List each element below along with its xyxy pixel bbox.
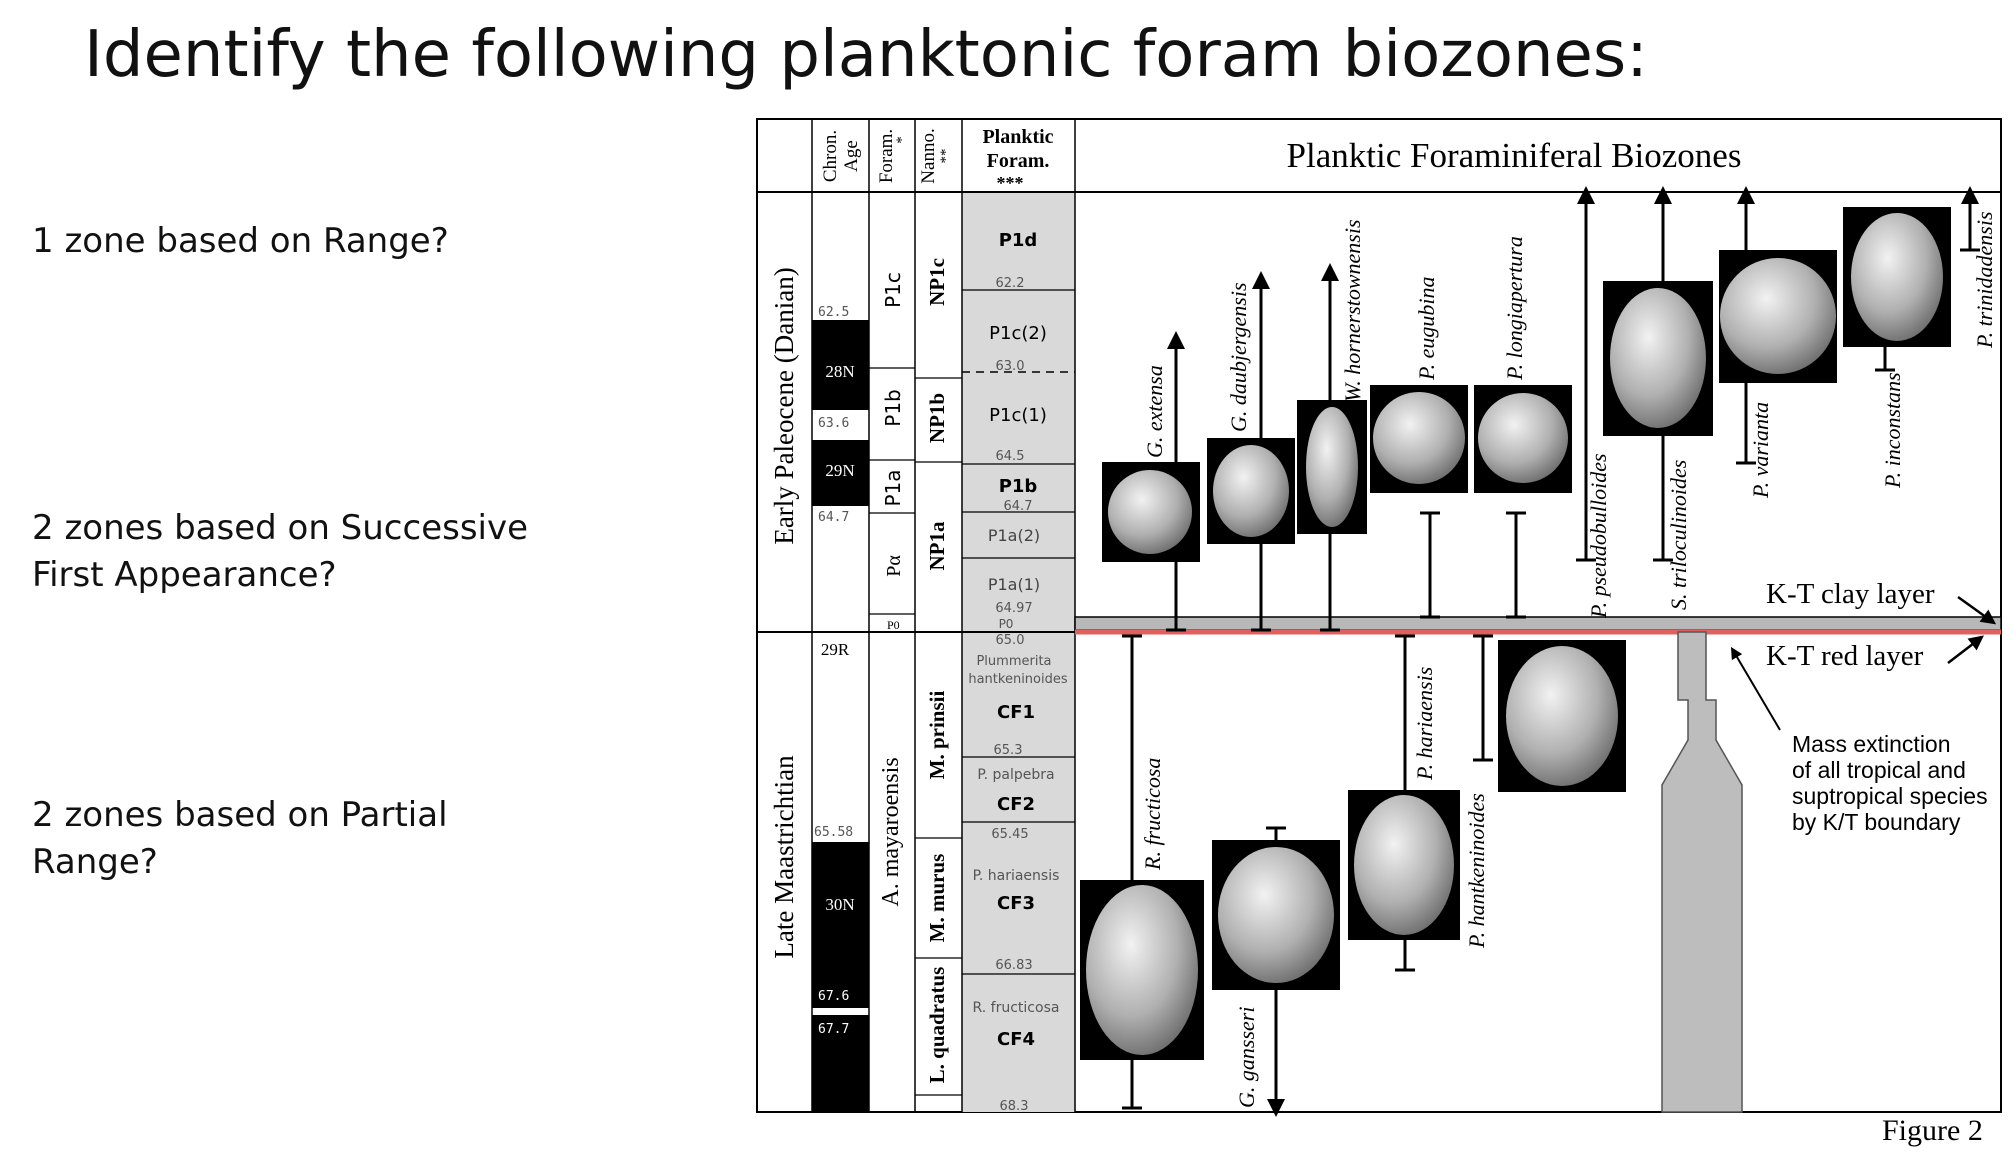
planktic-age-63-0: 63.0 <box>996 359 1025 374</box>
label-extinction-3: suptropical species <box>1792 783 1988 809</box>
nanno-zone-np1a: NP1a <box>925 521 949 570</box>
question-partial-range: 2 zones based on Partial Range? <box>32 795 448 882</box>
planktic-age-65-0: 65.0 <box>996 633 1025 648</box>
planktic-age-68-3: 68.3 <box>1000 1099 1029 1114</box>
figure-caption: Figure 2 <box>1882 1114 1983 1147</box>
species-r-fructicosa: R. fructicosa <box>1140 758 1165 871</box>
header-planktic-mark: *** <box>997 173 1024 193</box>
age-67-6: 67.6 <box>818 989 849 1004</box>
species-g-gansseri: G. gansseri <box>1234 1007 1259 1108</box>
figure-main-title: Planktic Foraminiferal Biozones <box>1287 136 1742 175</box>
planktic-cf1: CF1 <box>997 702 1035 723</box>
species-g-extensa: G. extensa <box>1142 365 1167 458</box>
slide-title: Identify the following planktonic foram … <box>84 18 1648 92</box>
species-w-hornerstownensis: W. hornerstownensis <box>1340 219 1365 402</box>
planktic-p1d: P1d <box>999 230 1038 251</box>
header-nanno-mark: ** <box>938 149 954 164</box>
header-nanno: Nanno. <box>918 128 939 183</box>
planktic-p1a1: P1a(1) <box>988 575 1040 594</box>
species-p-eugubina: P. eugubina <box>1414 277 1439 381</box>
foram-zone-p0: P0 <box>887 618 900 632</box>
label-extinction-1: Mass extinction <box>1792 731 1951 757</box>
planktic-plummerita: Plummerita <box>976 654 1051 669</box>
planktic-p1a2: P1a(2) <box>988 526 1040 545</box>
planktic-hantkeninoides: hantkeninoides <box>968 672 1068 687</box>
nanno-zone-m-prinsii: M. prinsii <box>925 691 949 780</box>
species-g-daubjergensis: G. daubjergensis <box>1226 282 1251 432</box>
planktic-r-fructicosa: R. fructicosa <box>973 1000 1060 1016</box>
species-p-trinidadensis: P. trinidadensis <box>1972 211 1997 349</box>
planktic-age-64-5: 64.5 <box>996 449 1025 464</box>
species-p-hantkeninoides: P. hantkeninoides <box>1464 793 1489 949</box>
age-67-7: 67.7 <box>818 1022 849 1037</box>
label-kt-red: K-T red layer <box>1766 640 1924 672</box>
species-p-inconstans: P. inconstans <box>1880 372 1905 489</box>
header-planktic-foram: Foram. <box>987 150 1050 172</box>
age-64-7: 64.7 <box>818 510 849 525</box>
label-extinction-4: by K/T boundary <box>1792 809 1961 835</box>
planktic-p1c1: P1c(1) <box>989 405 1047 426</box>
chron-30n: 30N <box>825 895 854 914</box>
nanno-zone-l-quadratus: L. quadratus <box>925 967 949 1084</box>
age-65-58: 65.58 <box>814 825 853 840</box>
header-foram-mark: * <box>894 136 910 144</box>
label-kt-clay: K-T clay layer <box>1766 578 1935 610</box>
nanno-zone-np1b: NP1b <box>925 393 949 443</box>
planktic-p1c2: P1c(2) <box>989 323 1047 344</box>
header-foram: Foram. <box>876 129 897 183</box>
header-planktic: Planktic <box>982 126 1053 148</box>
chron-28n: 28N <box>825 362 854 381</box>
foram-zone-a-mayaroensis: A. mayaroensis <box>878 757 904 906</box>
foram-zone-p1a: P1a <box>881 469 905 506</box>
specimen-images <box>1080 207 1951 1060</box>
header-chron: Chron. <box>820 130 841 182</box>
planktic-cf3: CF3 <box>997 893 1035 914</box>
chron-29n: 29N <box>825 461 854 480</box>
nanno-zone-np1c: NP1c <box>925 258 949 306</box>
nanno-zone-m-murus: M. murus <box>925 854 949 943</box>
question-successive-first-appearance: 2 zones based on Successive First Appear… <box>32 508 529 595</box>
species-p-varianta: P. varianta <box>1748 402 1773 499</box>
epoch-maastrichtian: Late Maastrichtian <box>769 755 799 959</box>
foram-zone-p1b: P1b <box>881 389 905 426</box>
species-p-longiapertura: P. longiapertura <box>1502 236 1527 381</box>
planktic-p1b: P1b <box>999 476 1038 497</box>
planktic-cf4: CF4 <box>997 1029 1035 1050</box>
foram-zone-palpha: Pα <box>883 555 905 577</box>
species-p-pseudobulloides: P. pseudobulloides <box>1586 453 1611 619</box>
species-s-triloculinoides: S. triloculinoides <box>1666 460 1691 610</box>
label-extinction-2: of all tropical and <box>1792 757 1966 783</box>
chron-29r: 29R <box>821 640 850 659</box>
planktic-age-64-7: 64.7 <box>1004 499 1033 514</box>
planktic-age-65-45: 65.45 <box>991 827 1028 842</box>
age-62-5: 62.5 <box>818 305 849 320</box>
question-range: 1 zone based on Range? <box>32 221 449 261</box>
planktic-p-palpebra: P. palpebra <box>977 767 1054 783</box>
species-p-hariaensis: P. hariaensis <box>1412 667 1437 781</box>
header-age: Age <box>841 140 862 172</box>
epoch-danian: Early Paleocene (Danian) <box>769 267 799 544</box>
planktic-age-65-3: 65.3 <box>994 743 1023 758</box>
planktic-cf2: CF2 <box>997 794 1035 815</box>
planktic-age-62-2: 62.2 <box>996 276 1025 291</box>
planktic-age-66-83: 66.83 <box>995 958 1032 973</box>
planktic-age-64-97: 64.97 <box>995 601 1032 616</box>
planktic-p-hariaensis: P. hariaensis <box>973 868 1060 884</box>
planktic-p0: P0 <box>999 617 1014 631</box>
age-63-6: 63.6 <box>818 416 849 431</box>
foram-zone-p1c: P1c <box>881 272 905 308</box>
